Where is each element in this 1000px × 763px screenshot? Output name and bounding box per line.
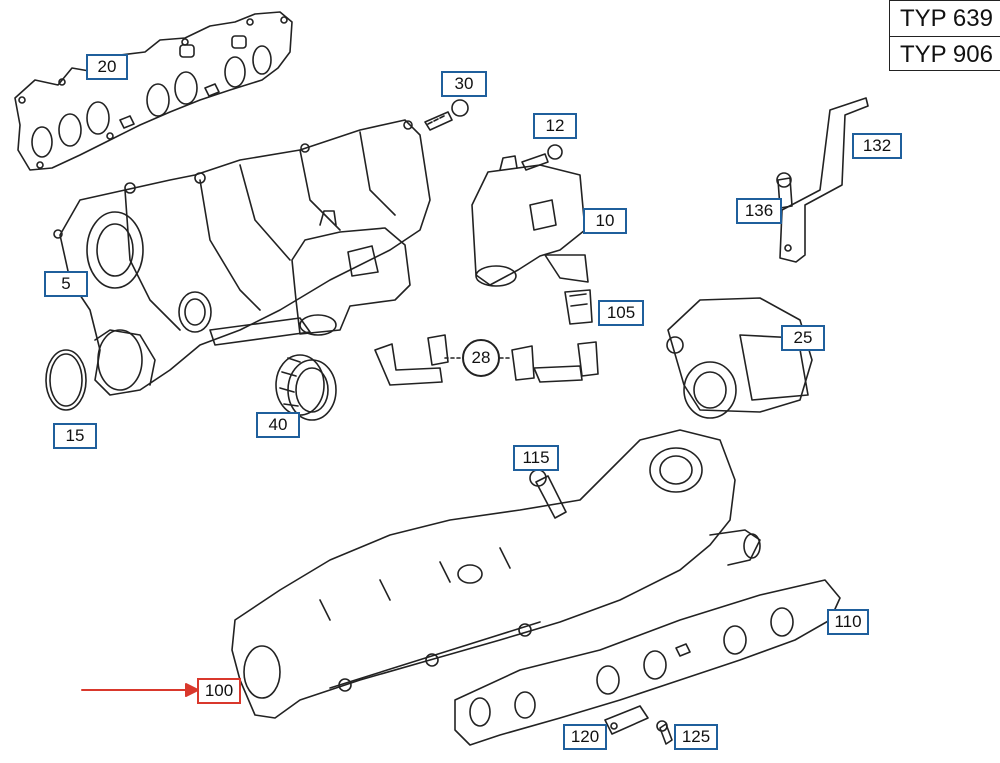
highlight-arrow — [81, 683, 199, 697]
callout-25[interactable]: 25 — [781, 325, 825, 351]
gasket-110-drawing — [454, 579, 841, 746]
type-906-label: TYP 906 — [890, 36, 1000, 72]
bracket-132-drawing — [779, 97, 869, 263]
clip-set-28-drawing — [374, 334, 599, 386]
callout-40[interactable]: 40 — [256, 412, 300, 438]
callout-105[interactable]: 105 — [598, 300, 644, 326]
throttle-valve-drawing — [291, 210, 411, 336]
valve-10-drawing — [471, 155, 589, 287]
callout-12[interactable]: 12 — [533, 113, 577, 139]
engine-type-box: TYP 639 TYP 906 — [889, 0, 1000, 71]
bolt-125-drawing — [656, 720, 673, 745]
callout-136[interactable]: 136 — [736, 198, 782, 224]
callout-5[interactable]: 5 — [44, 271, 88, 297]
callout-125[interactable]: 125 — [674, 724, 718, 750]
egr-valve-25-drawing — [666, 297, 813, 419]
callout-115[interactable]: 115 — [513, 445, 559, 471]
callout-110[interactable]: 110 — [827, 609, 869, 635]
callout-10[interactable]: 10 — [583, 208, 627, 234]
intake-manifold-5-drawing — [53, 119, 431, 396]
bolt-30-drawing — [424, 99, 469, 131]
callout-20[interactable]: 20 — [86, 54, 128, 80]
sensor-120-drawing — [604, 705, 649, 735]
bolt-115-drawing — [529, 469, 567, 519]
gasket-20-drawing — [14, 11, 293, 171]
callout-100[interactable]: 100 — [197, 678, 241, 704]
callout-28[interactable]: 28 — [462, 339, 500, 377]
type-639-label: TYP 639 — [900, 5, 993, 32]
callout-15[interactable]: 15 — [53, 423, 97, 449]
seal-ring-15-drawing — [45, 349, 87, 411]
exhaust-manifold-100-drawing — [231, 429, 761, 719]
callout-120[interactable]: 120 — [563, 724, 607, 750]
clip-105-drawing — [564, 289, 593, 325]
callout-30[interactable]: 30 — [441, 71, 487, 97]
callout-132[interactable]: 132 — [852, 133, 902, 159]
hose-40-drawing — [275, 354, 337, 421]
